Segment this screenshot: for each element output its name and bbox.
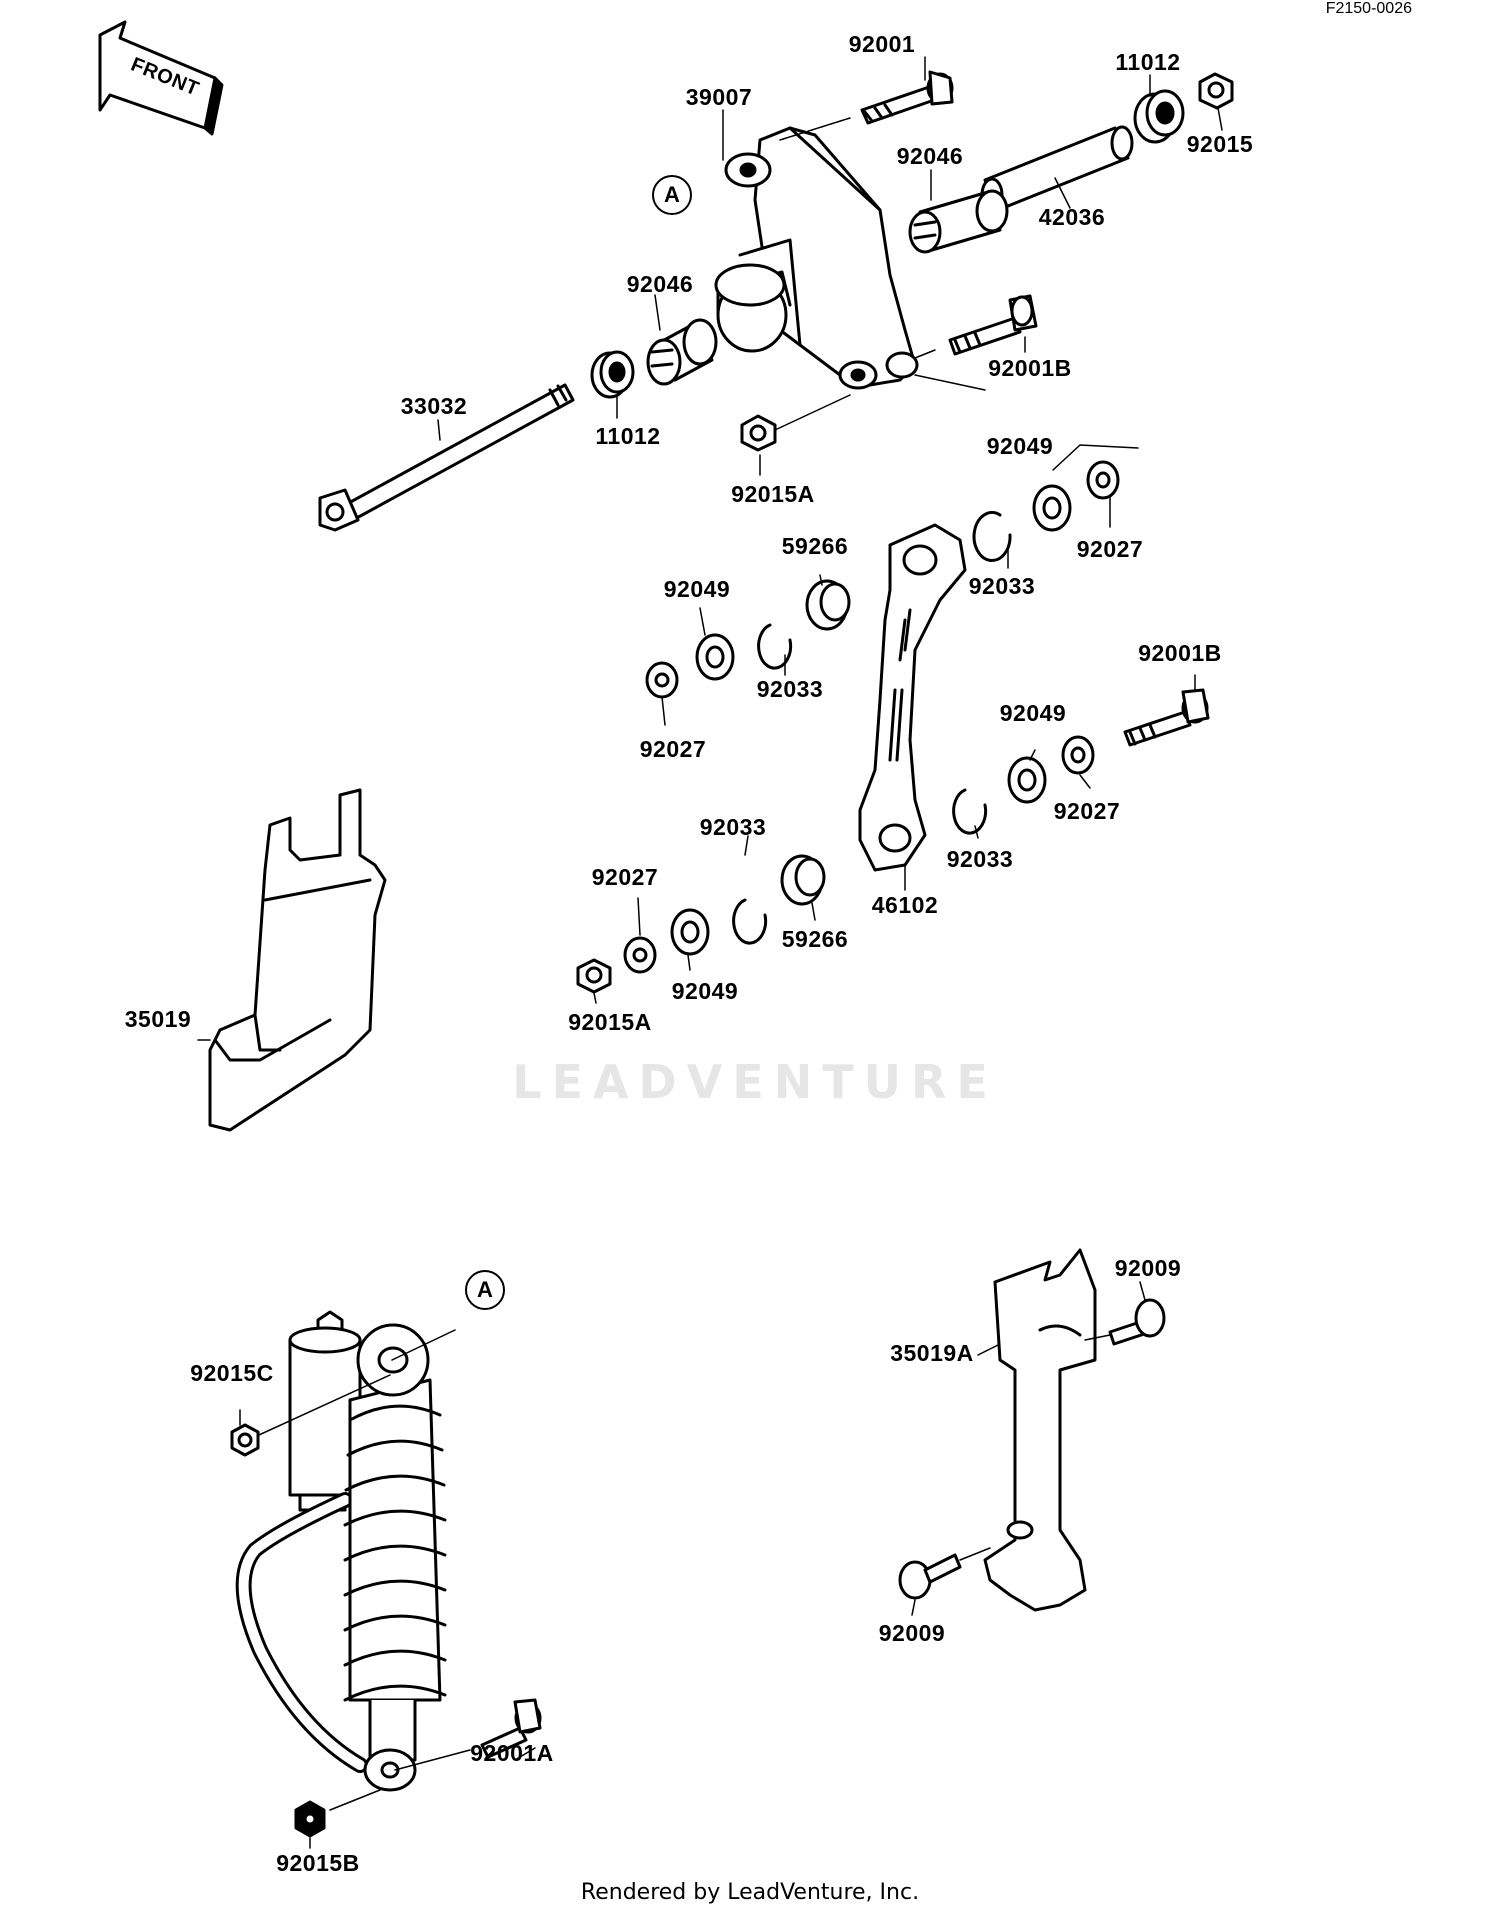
bolt-92001A [480,1698,542,1759]
part-label: 92027 [639,736,707,762]
front-arrow-icon [98,20,224,136]
leader-lines [197,56,1223,1849]
part-label: 92027 [1076,536,1144,562]
part-label: 92015 [1186,131,1254,157]
washer-92027-b [645,661,679,699]
callout-a-shock: A [465,1270,505,1310]
collar-59266-b [780,854,826,906]
rocker-arm-39007 [714,126,919,390]
part-label: 92015B [276,1850,360,1876]
part-label: 92046 [626,271,694,297]
part-label: 92001B [988,355,1072,381]
bolt-92001B-upper [914,294,1038,359]
part-label: 92049 [663,576,731,602]
seal-92049-b [695,633,735,681]
part-label: 92033 [756,676,824,702]
part-label: 92049 [986,433,1054,459]
part-label: 92001 [848,31,916,57]
part-label: 92015C [190,1360,274,1386]
part-label: 92033 [699,814,767,840]
callout-a-top: A [652,175,692,215]
bearing-11012-top [1133,89,1185,144]
watermark: LEADVENTURE [512,1055,998,1109]
part-label: 92015A [731,481,815,507]
part-label: 92001A [470,1740,554,1766]
seal-92049-a [1032,484,1072,532]
part-label: 92015A [568,1009,652,1035]
needle-bearing-92046-left [646,318,718,386]
part-label: 92009 [1114,1255,1182,1281]
part-label: 59266 [781,533,849,559]
circlip-92033-a [972,511,1012,562]
part-label: 35019A [890,1340,974,1366]
bolt-92001 [779,70,954,141]
nut-92015 [1198,72,1234,110]
part-label: 92027 [1053,798,1121,824]
part-label: 11012 [595,423,661,449]
nut-92015C [230,1423,260,1457]
circlip-92033-b [757,623,793,670]
needle-bearing-92046-right [908,189,1009,254]
part-label: 92046 [896,143,964,169]
washer-92027-d [623,936,657,974]
footer-credit: Rendered by LeadVenture, Inc. [580,1880,920,1905]
shock-absorber [235,1310,471,1811]
part-label: 46102 [871,892,939,918]
part-label: 92009 [878,1620,946,1646]
circlip-92033-d [732,898,768,945]
washer-92027-c [1061,735,1095,775]
part-label: 59266 [781,926,849,952]
part-label: 92033 [946,846,1014,872]
cover-35019 [208,788,387,1132]
part-label: 92001B [1138,640,1222,666]
part-label: 33032 [400,393,468,419]
bolt-92009-upper [1084,1298,1166,1346]
part-label: 11012 [1115,49,1181,75]
circlip-92033-c [952,788,988,835]
part-label: 35019 [124,1006,192,1032]
bracket-35019A [983,1248,1097,1612]
part-label: 92027 [591,864,659,890]
seal-92049-d [670,908,710,956]
nut-92015A-upper [740,394,851,452]
part-label: 39007 [685,84,753,110]
nut-92015B [294,1800,326,1838]
bolt-92001B-lower [1123,688,1210,747]
bearing-11012-left [590,350,635,399]
part-label: 92033 [968,573,1036,599]
nut-92015A-lower [576,958,612,994]
part-label: 92049 [671,978,739,1004]
collar-59266-a [805,579,851,631]
bolt-92009-lower [898,1547,991,1600]
washer-92027-a [1086,460,1120,500]
part-label: 42036 [1038,204,1106,230]
seal-92049-c [1007,756,1047,804]
bolt-33032 [318,383,575,532]
part-label: 92049 [999,700,1067,726]
link-rod-46102 [858,523,967,872]
reference-code: F2150-0026 [1325,0,1412,17]
